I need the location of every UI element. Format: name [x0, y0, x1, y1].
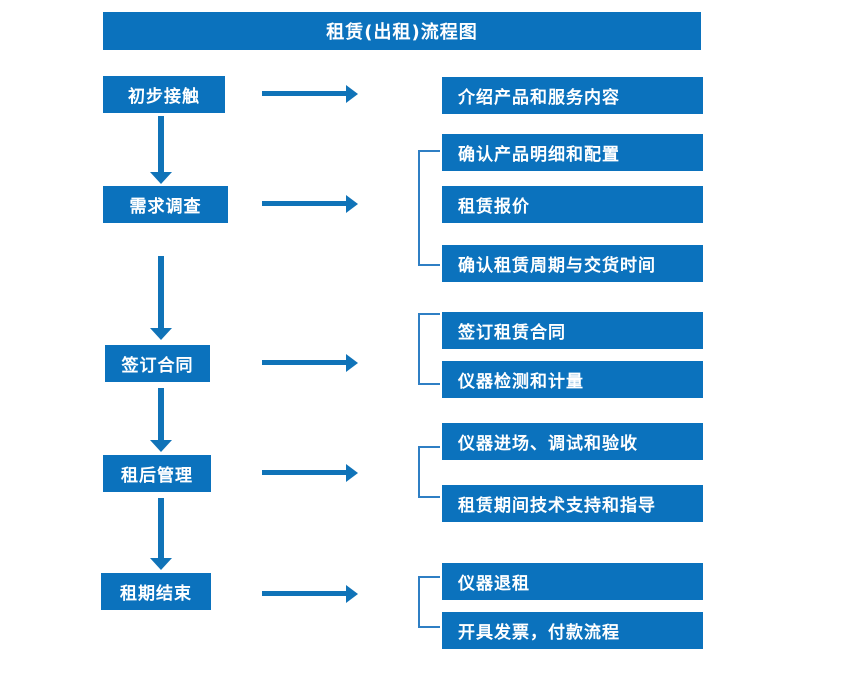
detail-box-1-1[interactable]: 介绍产品和服务内容 [442, 77, 703, 114]
group-bracket-2 [418, 150, 440, 266]
stage-box-3[interactable]: 签订合同 [105, 345, 210, 382]
detail-box-2-3[interactable]: 确认租赁周期与交货时间 [442, 245, 703, 282]
detail-box-5-2[interactable]: 开具发票，付款流程 [442, 612, 703, 649]
group-bracket-5 [418, 576, 440, 628]
detail-box-4-2[interactable]: 租赁期间技术支持和指导 [442, 485, 703, 522]
horizontal-arrow-1 [262, 85, 358, 103]
group-bracket-4 [418, 446, 440, 498]
vertical-arrow-4 [150, 498, 172, 570]
stage-box-2[interactable]: 需求调查 [103, 186, 228, 223]
vertical-arrow-1 [150, 116, 172, 184]
horizontal-arrow-2 [262, 195, 358, 213]
group-bracket-3 [418, 313, 440, 385]
detail-box-3-1[interactable]: 签订租赁合同 [442, 312, 703, 349]
page-title: 租赁(出租)流程图 [103, 12, 701, 50]
horizontal-arrow-5 [262, 585, 358, 603]
stage-box-1[interactable]: 初步接触 [103, 76, 225, 113]
detail-box-2-2[interactable]: 租赁报价 [442, 186, 703, 223]
horizontal-arrow-4 [262, 464, 358, 482]
vertical-arrow-3 [150, 388, 172, 452]
stage-box-4[interactable]: 租后管理 [103, 455, 211, 492]
detail-box-4-1[interactable]: 仪器进场、调试和验收 [442, 423, 703, 460]
detail-box-5-1[interactable]: 仪器退租 [442, 563, 703, 600]
horizontal-arrow-3 [262, 354, 358, 372]
vertical-arrow-2 [150, 256, 172, 340]
stage-box-5[interactable]: 租期结束 [101, 573, 211, 610]
detail-box-2-1[interactable]: 确认产品明细和配置 [442, 134, 703, 171]
detail-box-3-2[interactable]: 仪器检测和计量 [442, 361, 703, 398]
